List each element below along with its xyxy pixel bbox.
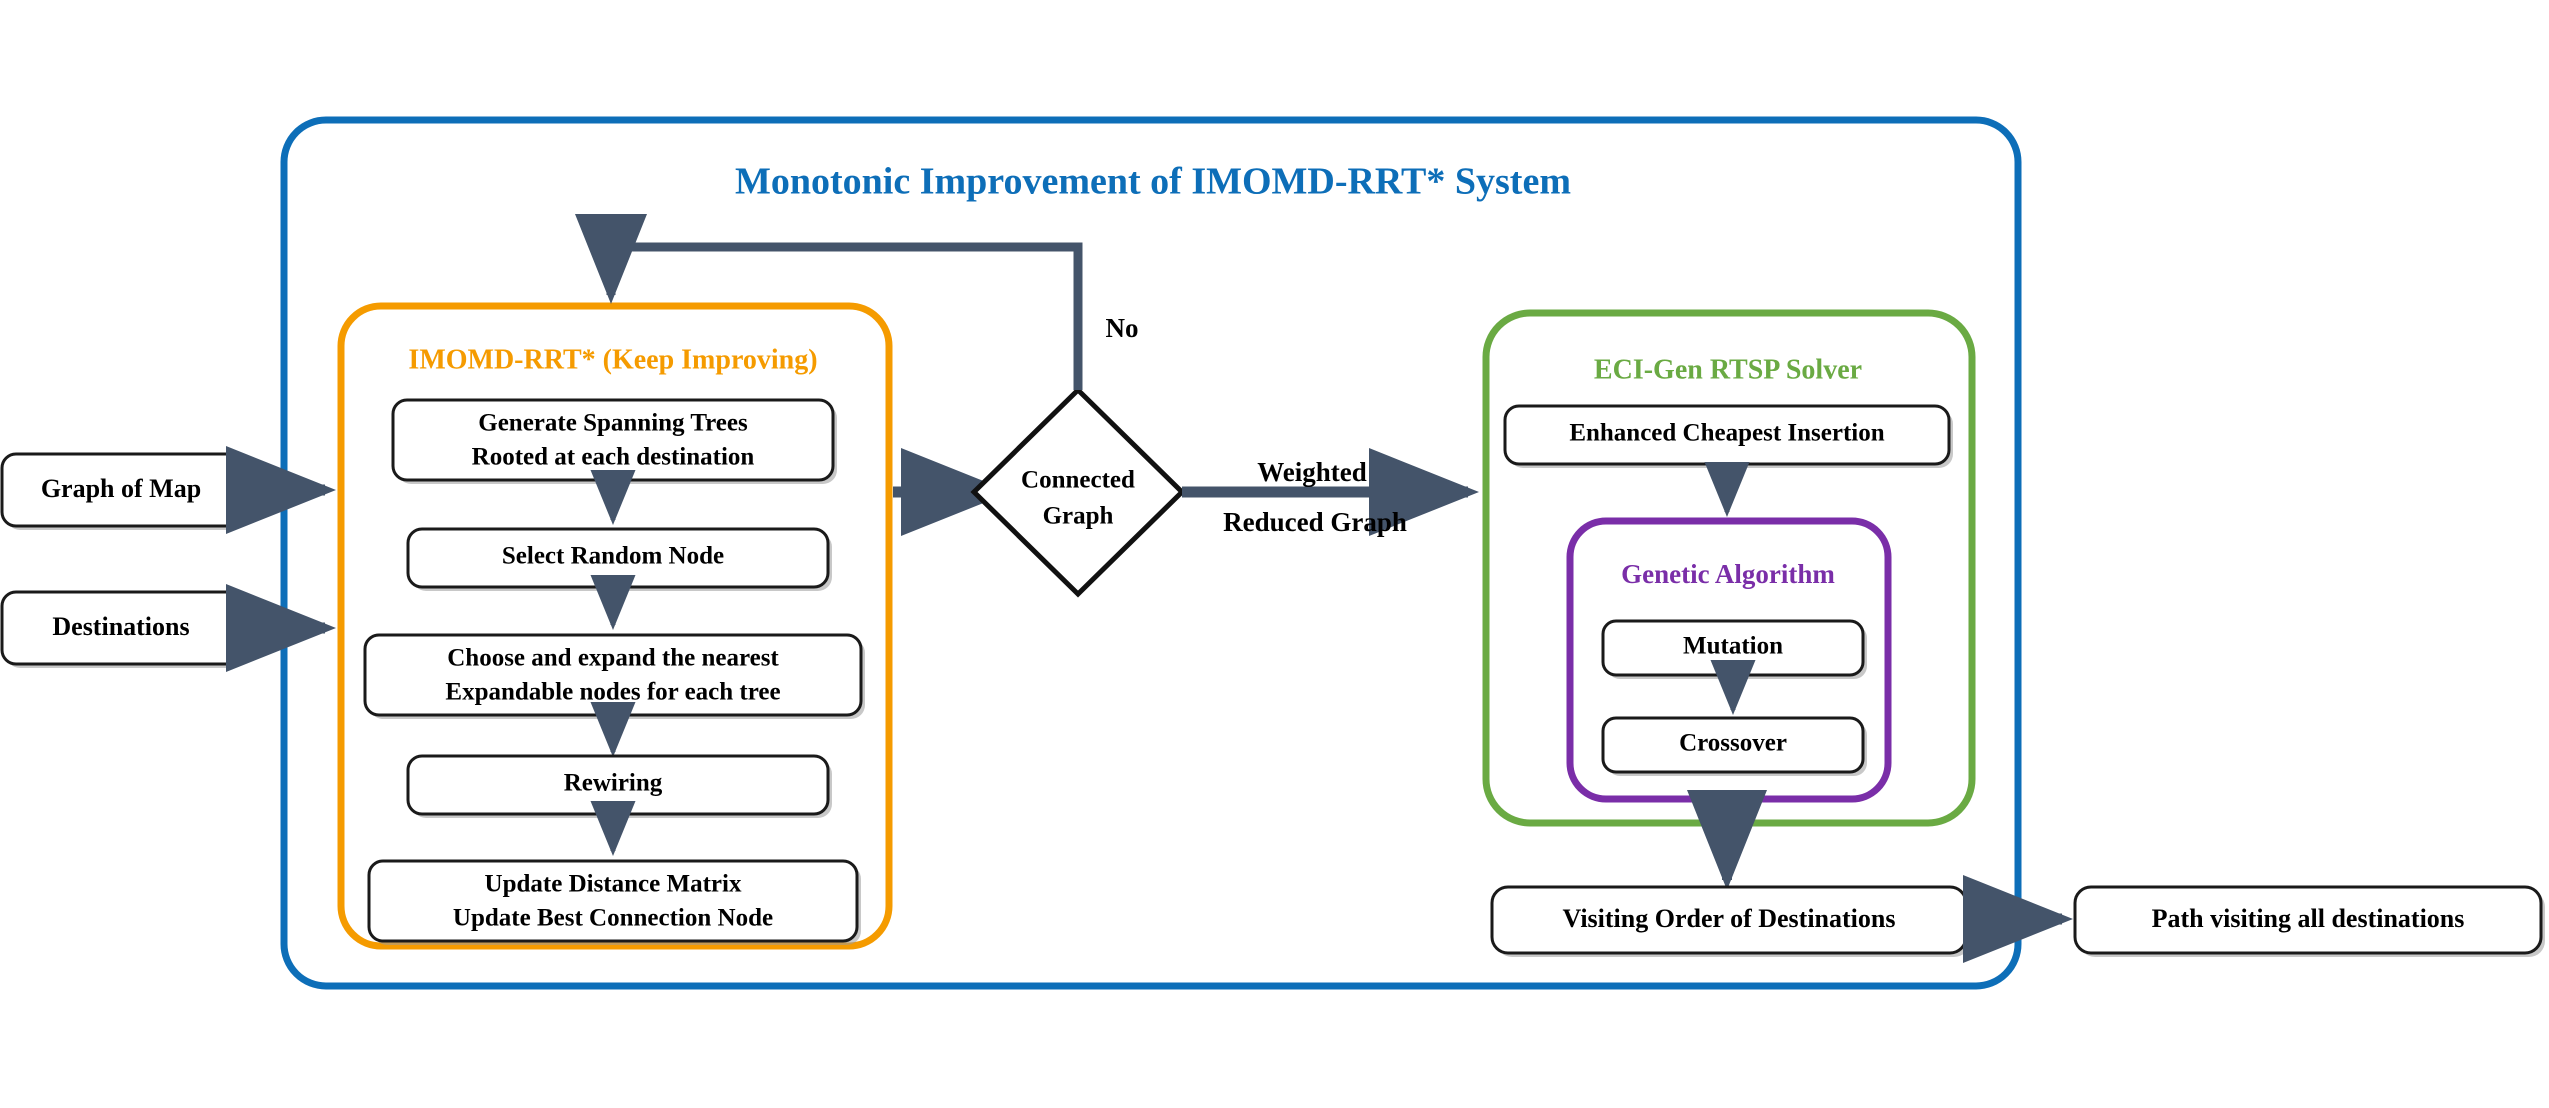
crossover-label: Crossover (1679, 730, 1787, 757)
no-edge-label: No (1106, 313, 1139, 343)
eci-group-title: ECI-Gen RTSP Solver (1594, 354, 1862, 385)
enhanced-cheapest-insertion-label: Enhanced Cheapest Insertion (1569, 420, 1884, 447)
generate-spanning-trees-label-line2: Rooted at each destination (472, 444, 755, 471)
connected-graph-label-line1: Connected (1021, 467, 1135, 494)
rewiring-label: Rewiring (564, 770, 663, 797)
genetic-algorithm-title: Genetic Algorithm (1621, 559, 1835, 589)
generate-spanning-trees-label-line1: Generate Spanning Trees (478, 410, 748, 437)
path-visiting-all-label: Path visiting all destinations (2152, 904, 2465, 933)
choose-expand-nearest-label-line1: Choose and expand the nearest (447, 645, 779, 672)
weighted-edge-label-line1: Weighted (1257, 457, 1367, 487)
system-title: Monotonic Improvement of IMOMD-RRT* Syst… (735, 161, 1571, 203)
mutation-label: Mutation (1683, 633, 1783, 660)
connected-graph-decision[interactable] (970, 386, 1186, 598)
imomd-group-container (337, 302, 893, 950)
update-distance-matrix-label-line1: Update Distance Matrix (485, 871, 742, 898)
feedback-loop-no-path (575, 214, 1083, 390)
connected-graph-label-line2: Graph (1043, 503, 1114, 530)
choose-expand-nearest-label-line2: Expandable nodes for each tree (445, 679, 780, 706)
update-distance-matrix-box[interactable] (367, 859, 859, 943)
graph-of-map-label: Graph of Map (41, 474, 201, 503)
weighted-edge-label-line2: Reduced Graph (1223, 507, 1407, 537)
destinations-label: Destinations (52, 612, 189, 641)
select-random-node-label: Select Random Node (502, 543, 724, 570)
system-container-outline (280, 116, 2022, 990)
update-distance-matrix-label-line2: Update Best Connection Node (453, 905, 773, 932)
crossover-box[interactable] (1601, 716, 1865, 774)
path-visiting-all-box[interactable] (2073, 885, 2543, 955)
imomd-group-title: IMOMD-RRT* (Keep Improving) (408, 344, 817, 375)
visiting-order-label: Visiting Order of Destinations (1563, 904, 1896, 933)
